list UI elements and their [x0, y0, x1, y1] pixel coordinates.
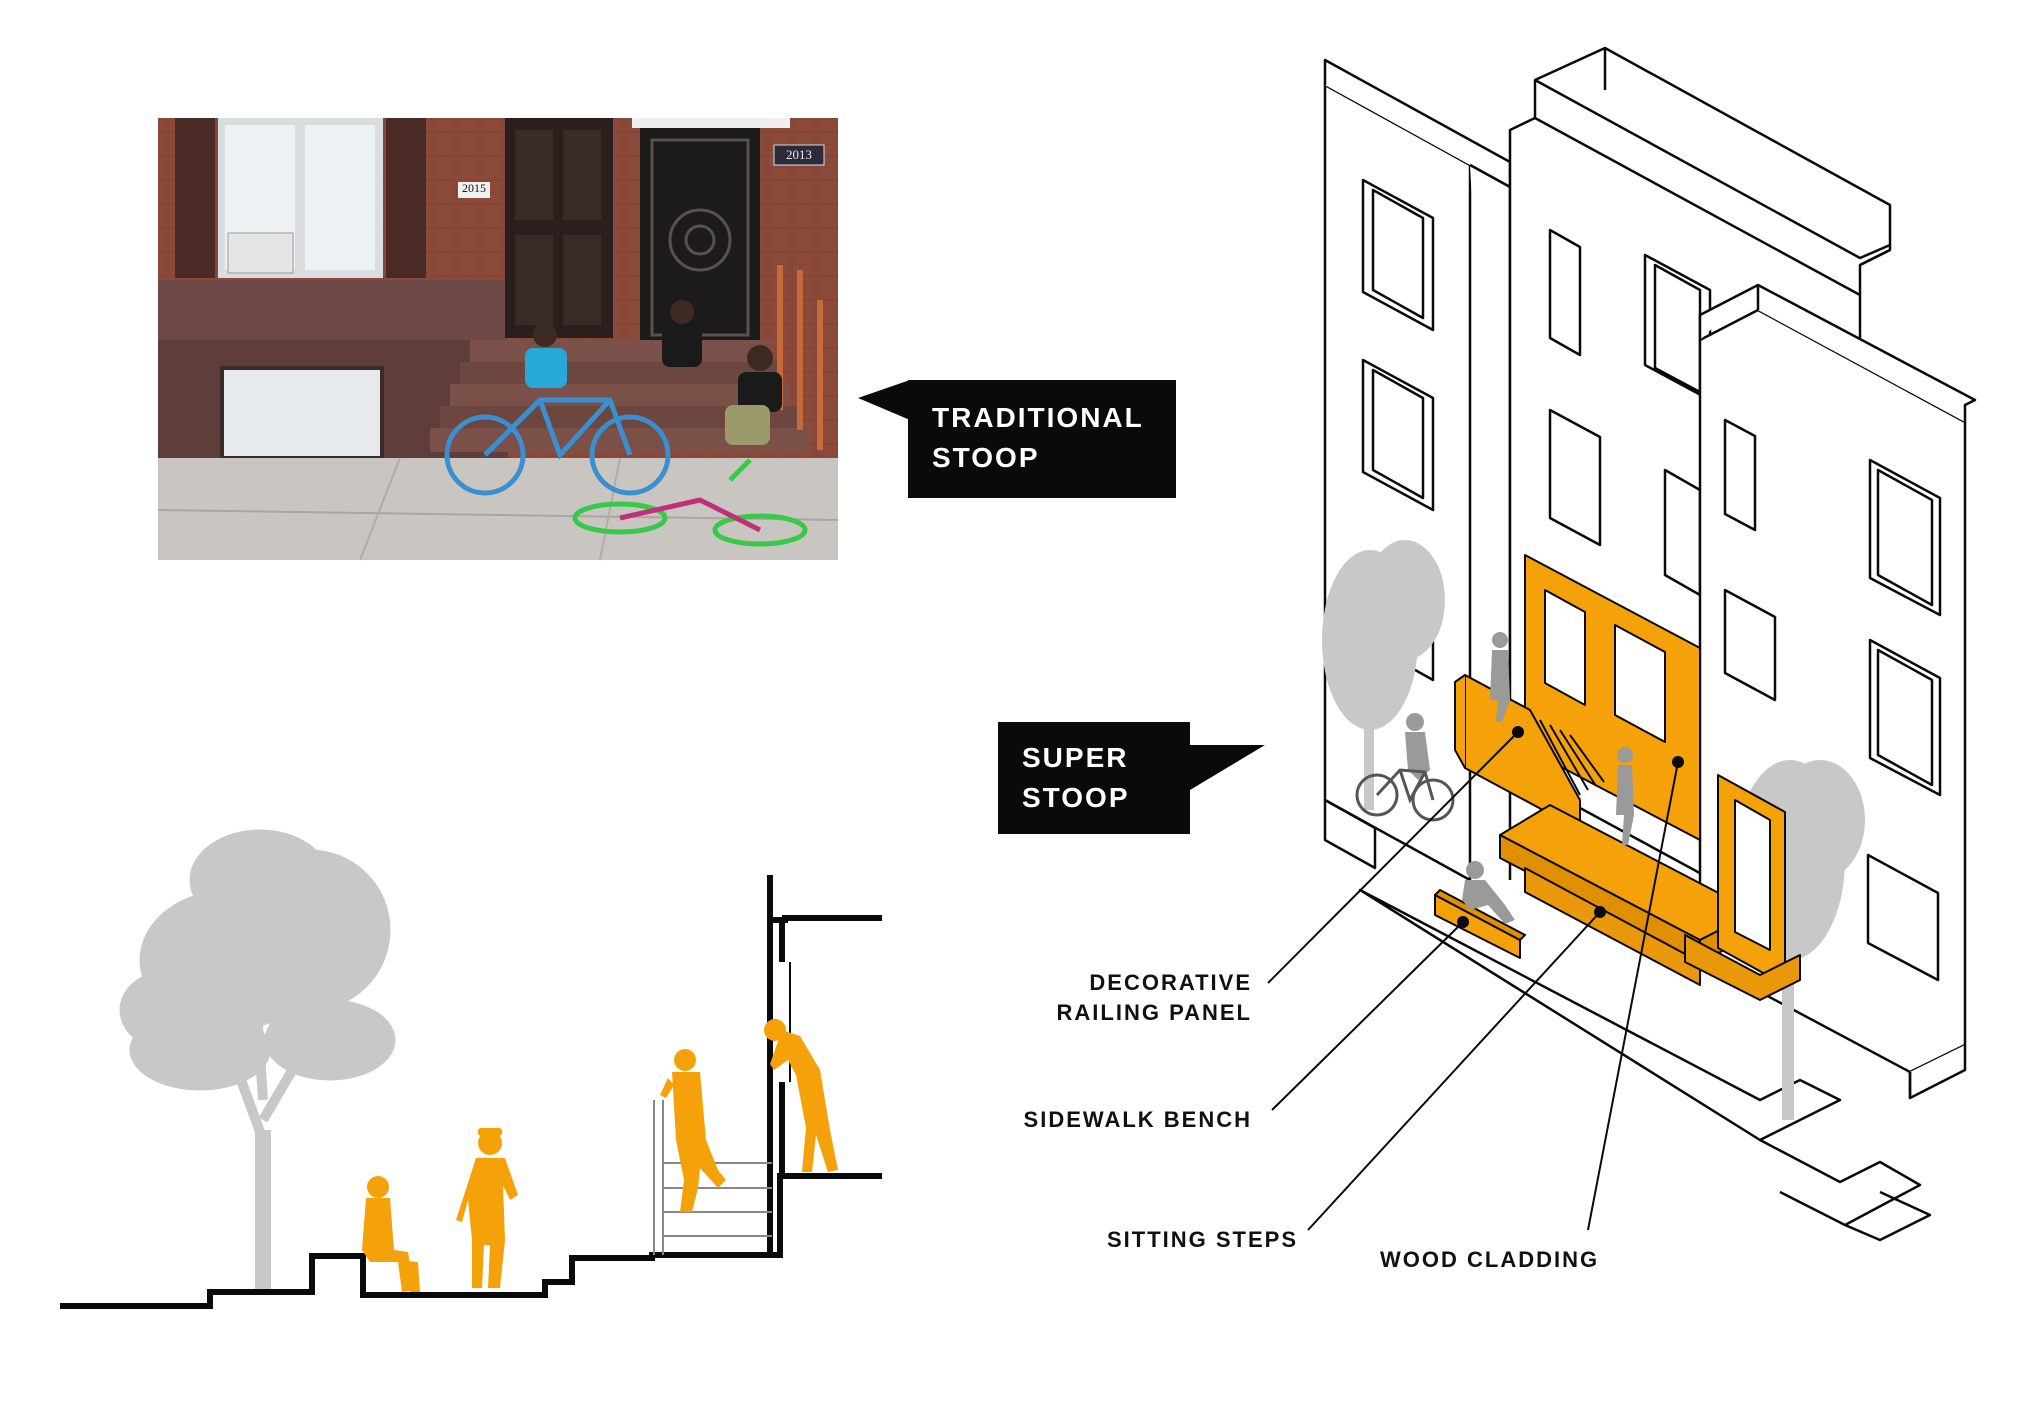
callout-pointer-traditional [858, 380, 910, 420]
traditional-stoop-photo [157, 118, 839, 561]
section-drawing [60, 829, 882, 1309]
label-decorative-railing-panel: DECORATIVE RAILING PANEL [1000, 968, 1252, 1028]
label-sitting-steps: SITTING STEPS [1106, 1227, 1298, 1252]
super-stoop-cladding [1434, 554, 1801, 1001]
isometric-rowhouses [1323, 46, 1977, 1242]
label-railing-line1: DECORATIVE [1089, 970, 1252, 995]
iso-figures [1405, 632, 1634, 924]
label-railing-line2: RAILING PANEL [1056, 1000, 1252, 1025]
house-number-2013: 2013 [786, 147, 812, 162]
callout-pointer-super [1190, 745, 1265, 790]
label-wood-cladding: WOOD CLADDING [1380, 1247, 1600, 1272]
callout-traditional-stoop: TRADITIONAL STOOP [908, 380, 1176, 498]
label-sidewalk-bench: SIDEWALK BENCH [1023, 1107, 1252, 1132]
callout-super-line2: STOOP [1022, 782, 1130, 813]
iso-bicycle [1355, 768, 1455, 822]
leader-lines [1267, 731, 1679, 1231]
callout-super-stoop: SUPER STOOP [998, 722, 1190, 834]
leader-dots [1457, 726, 1684, 928]
callout-super-line1: SUPER [1022, 742, 1129, 773]
callout-traditional-line1: TRADITIONAL [932, 402, 1144, 433]
callout-traditional-line2: STOOP [932, 442, 1040, 473]
house-number-2015: 2015 [462, 181, 486, 195]
